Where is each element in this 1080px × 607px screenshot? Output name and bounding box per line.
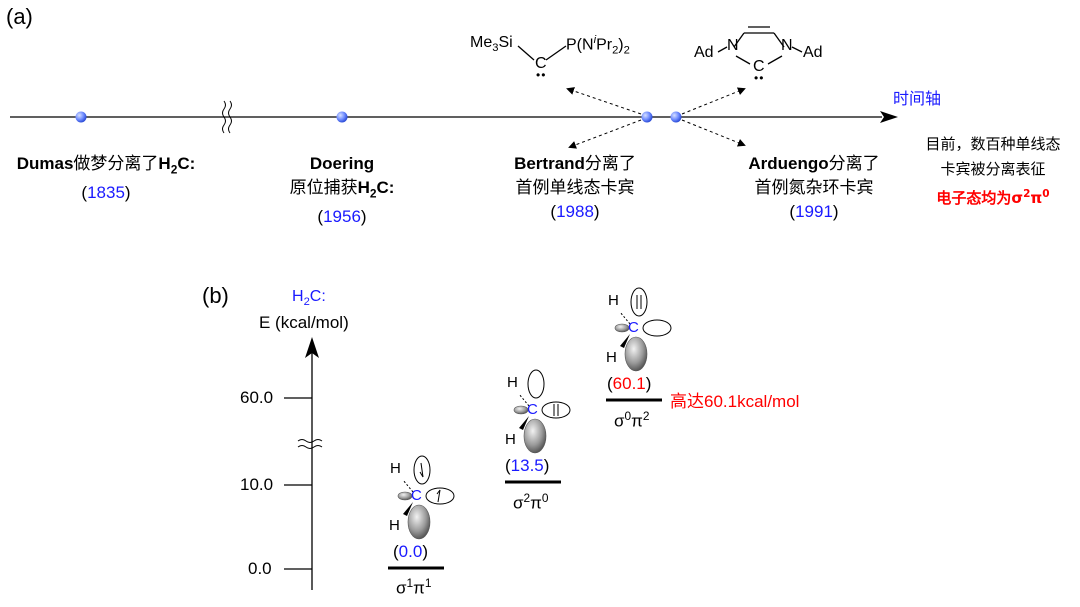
energy-value-0: (0.0) bbox=[393, 542, 428, 561]
panel-a-label: (a) bbox=[6, 4, 33, 29]
high-energy-note: 高达60.1kcal/mol bbox=[670, 392, 800, 412]
tick-label-10: 10.0 bbox=[240, 475, 274, 494]
panel-b-label: (b) bbox=[202, 283, 229, 308]
atom-c-2: C bbox=[527, 401, 538, 418]
atom-h-bot-3: H bbox=[606, 349, 617, 366]
atom-c-3: C bbox=[628, 319, 639, 336]
arduengo-ad-left: Ad bbox=[694, 44, 714, 61]
orbital-diagram-singlet-s0p2 bbox=[614, 287, 672, 372]
timeline-arrowhead bbox=[880, 111, 898, 123]
energy-value-13: (13.5) bbox=[505, 456, 550, 475]
arduengo-n-right: N bbox=[781, 37, 793, 54]
atom-h-top-2: H bbox=[507, 374, 518, 391]
energy-axis-arrowhead bbox=[305, 337, 319, 358]
arduengo-ad-right: Ad bbox=[803, 44, 823, 61]
bertrand-lone-pair: •• bbox=[536, 68, 547, 82]
bertrand-left-group: Me3Si bbox=[470, 34, 513, 55]
tick-label-0: 0.0 bbox=[248, 559, 272, 578]
event-bertrand: Bertrand分离了 首例单线态卡宾 (1988) bbox=[514, 154, 636, 221]
axis-break-mark bbox=[222, 100, 232, 134]
timeline-node-1835 bbox=[75, 111, 87, 123]
arduengo-carbene-carbon: C bbox=[753, 58, 765, 75]
atom-h-bot-1: H bbox=[389, 517, 400, 534]
time-axis-label: 时间轴 bbox=[893, 89, 942, 108]
term-symbol-60: σ0π2 bbox=[614, 409, 650, 431]
event-arduengo: Arduengo分离了 首例氮杂环卡宾 (1991) bbox=[748, 154, 880, 221]
species-label: H2C: bbox=[292, 288, 326, 309]
arduengo-n-left: N bbox=[727, 37, 739, 54]
term-symbol-13: σ2π0 bbox=[513, 491, 549, 513]
tick-label-60: 60.0 bbox=[240, 388, 274, 407]
orbital-diagram-triplet bbox=[397, 455, 455, 540]
energy-value-60: (60.1) bbox=[607, 374, 652, 393]
arduengo-lone-pair: •• bbox=[754, 71, 765, 85]
event-doering: Doering 原位捕获H2C: (1956) bbox=[289, 154, 395, 227]
term-symbol-0: σ1π1 bbox=[396, 576, 432, 598]
event-dumas: Dumas做梦分离了H2C: (1835) bbox=[16, 154, 196, 203]
atom-h-bot-2: H bbox=[505, 431, 516, 448]
atom-h-top-1: H bbox=[390, 460, 401, 477]
timeline-node-1956 bbox=[336, 111, 348, 123]
dashed-arrows bbox=[566, 87, 746, 149]
bertrand-right-group: P(NiPr2)2 bbox=[566, 34, 630, 57]
atom-h-top-3: H bbox=[608, 292, 619, 309]
right-note: 目前，数百种单线态 卡宾被分离表征 电子态均为σ2π0 bbox=[925, 135, 1061, 207]
atom-c-1: C bbox=[411, 487, 422, 504]
energy-axis-title: E (kcal/mol) bbox=[259, 313, 349, 332]
bertrand-carbene-carbon: C bbox=[535, 55, 547, 72]
energy-axis-break bbox=[297, 439, 323, 449]
arduengo-nhc-bonds bbox=[717, 26, 803, 65]
timeline-node-1988 bbox=[641, 111, 653, 123]
bertrand-carbene-bonds bbox=[517, 45, 567, 61]
orbital-diagram-singlet-s2p0 bbox=[513, 369, 571, 454]
timeline-node-1991 bbox=[670, 111, 682, 123]
